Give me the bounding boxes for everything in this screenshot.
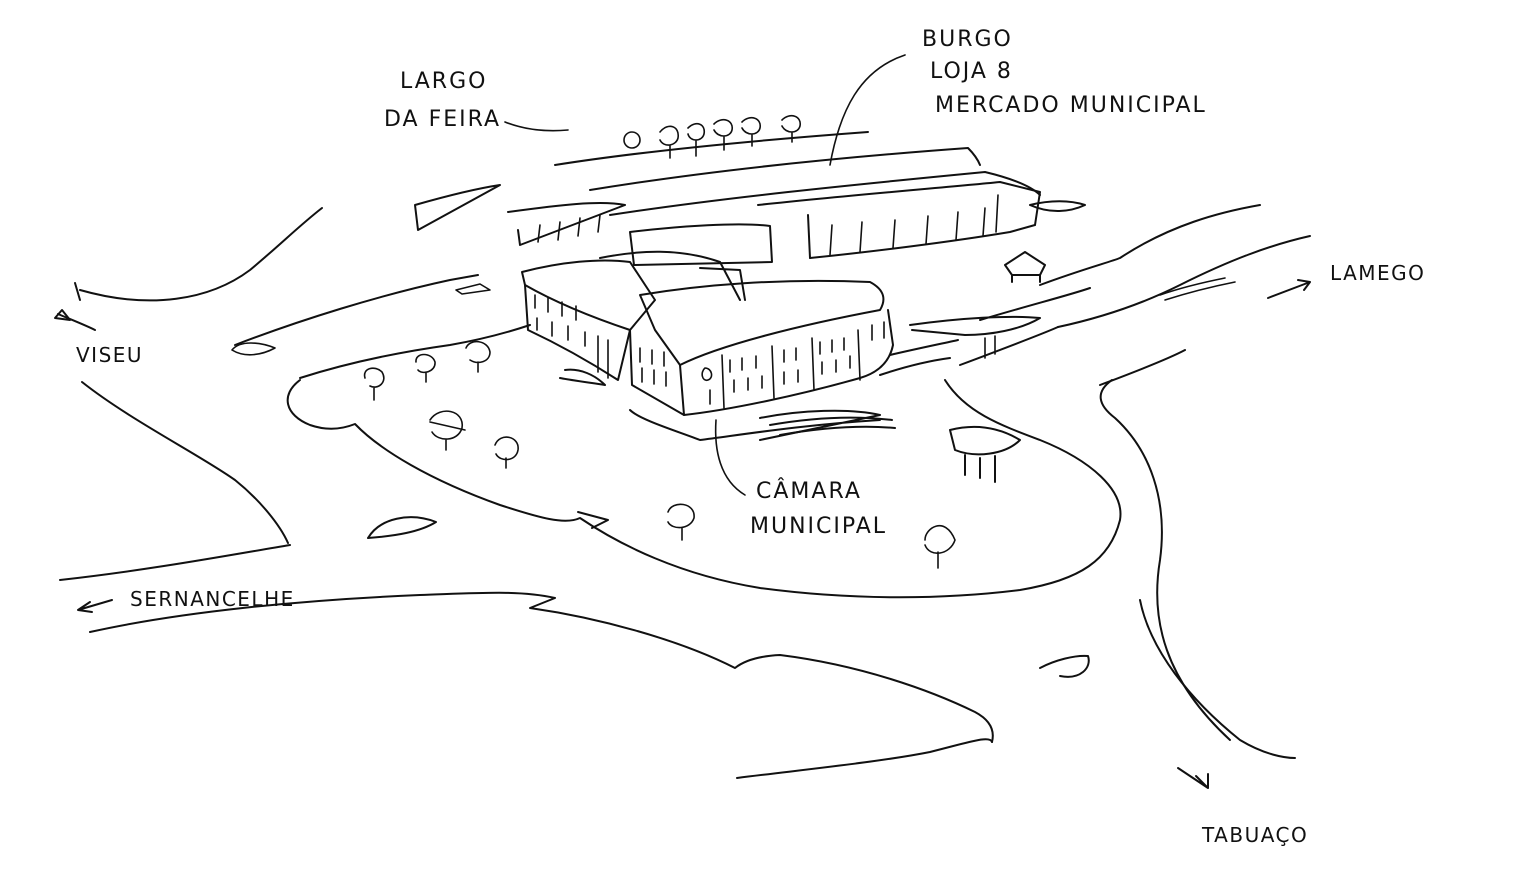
road-west-access [234,274,479,346]
mound-west [367,516,437,539]
tree-icon [494,436,519,469]
market-roof-line [554,131,869,166]
market-roof-front [589,147,981,191]
road-west-access-end [231,342,276,356]
road-east-connector [979,287,1091,321]
town-hall-corner [629,329,685,416]
tree-icon [659,125,679,159]
town-hall-windows-main [639,321,885,405]
road-viseu-upper [79,207,323,302]
ground-shapes [367,277,1236,678]
label-largo-line2: DA FEIRA [384,107,501,132]
market-roof-lower [609,171,1041,216]
road-east-connector-2 [959,326,1059,366]
tree-icon [623,131,641,149]
market-west-wing [414,184,501,231]
town-hall-bays [721,329,861,409]
parking-east [1159,277,1236,301]
road-tabuaco-right [1099,349,1186,386]
town-hall-steps [769,416,896,436]
east-plaza-ramp [879,339,959,376]
label-lamego: LAMEGO [1330,261,1425,285]
label-burgo-line3: MERCADO MUNICIPAL [935,93,1207,118]
tree-icon [741,116,761,147]
label-burgo-line2: LOJA 8 [930,59,1013,84]
arrow-sernancelhe-icon [77,599,113,613]
market-facade-bottom [809,224,1036,259]
direction-arrows [54,279,1311,789]
label-largo-line1: LARGO [400,69,487,94]
town-hall-west-wall [524,284,631,381]
market-west-pavilion [507,201,626,246]
market-building [414,131,1086,266]
tree-row [623,114,801,159]
label-burgo-line1: BURGO [922,27,1013,52]
tree-icon [687,122,706,157]
leader-largo [504,121,569,132]
east-plaza [879,315,1041,376]
road-tabuaco-far [1139,599,1296,759]
town-hall-roof-main [639,279,885,366]
road-loop-outer [286,379,1122,599]
scattered-trees [363,340,956,569]
tree-icon [363,367,385,401]
tree-icon [781,114,801,143]
market-east-canopy [1029,200,1086,212]
arrow-loop-icon [577,511,609,529]
town-hall-roof-peak [599,250,746,301]
market-center-block [629,223,773,266]
town-hall-windows-west [534,294,609,379]
leader-burgo [829,54,906,166]
tree-icon [667,503,695,541]
town-hall-building [521,250,896,441]
pavilions [949,251,1046,483]
road-loop-inner-west [299,324,531,379]
road-sernancelhe-lower [89,591,994,743]
mound-south [1039,654,1090,678]
market-facade-left [807,214,811,259]
road-bottom [736,738,993,779]
label-camara-line1: CÂMARA [756,478,862,504]
town-hall-main-wall [679,309,894,416]
tree-icon [415,353,436,383]
east-plaza-posts [984,335,996,359]
label-sernancelhe: SERNANCELHE [130,587,295,611]
road-sernancelhe-upper [59,544,291,581]
parking-west [455,283,491,295]
road-viseu-lower [81,381,289,544]
leader-camara [714,419,746,496]
east-plaza-deck [909,315,1041,336]
town-hall-plaza-front [629,409,881,441]
tree-icon [713,118,733,151]
market-west-pavilion-detail [537,214,601,243]
tree-icon [924,525,956,569]
arrow-lamego-icon [1267,279,1311,299]
roads [59,204,1311,779]
label-viseu: VISEU [76,343,143,367]
arrow-viseu-tail-icon [57,313,96,331]
leader-lines [504,54,906,496]
road-tabuaco-left [1099,379,1231,741]
town-hall-roof-west [521,259,656,331]
pavilion-north [1004,251,1046,283]
market-facade-top [757,181,1041,226]
tree-icon [465,340,491,373]
arrow-tabuaco-icon [1177,767,1209,789]
road-lamego-lower [1057,235,1311,328]
tree-icon [429,410,466,451]
pavilion-south [949,426,1021,483]
town-hall-entry-path [559,368,606,386]
label-camara-line2: MUNICIPAL [750,514,887,539]
market-columns [829,194,999,256]
label-tabuaco: TABUAÇO [1201,823,1308,847]
labels: LARGO DA FEIRA BURGO LOJA 8 MERCADO MUNI… [76,27,1425,847]
road-lamego-upper [1039,204,1261,286]
